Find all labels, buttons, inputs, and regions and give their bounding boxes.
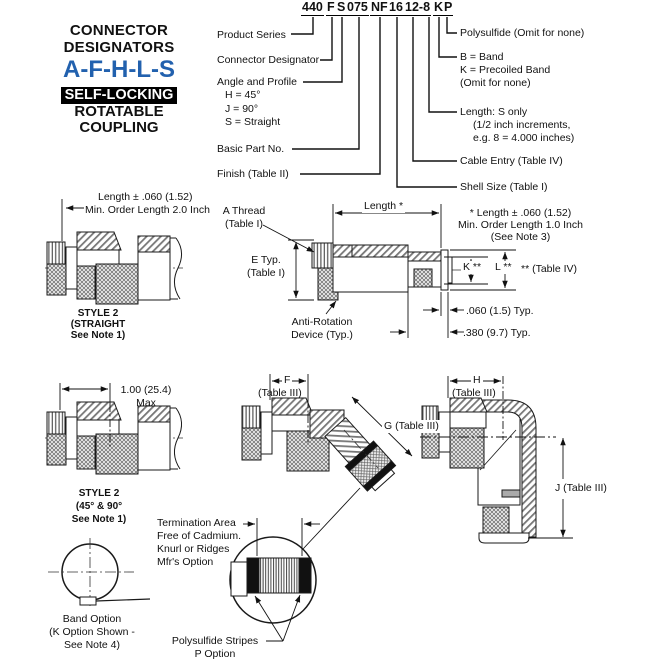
straight-caption-type: (STRAIGHT — [70, 319, 126, 330]
max-length-dim — [59, 383, 111, 448]
anti-rotation-label: Anti-Rotation Device (Typ.) — [288, 316, 356, 342]
termination-line4: Mfr's Option — [157, 556, 214, 568]
length-star-label: Length * — [362, 200, 406, 213]
termination-detail-drawing — [229, 536, 317, 624]
note3-line1: * Length ± .060 (1.52) — [469, 207, 572, 219]
e-typ-line2: (Table I) — [247, 267, 285, 279]
l-dim-label: L ** — [493, 261, 514, 274]
a-thread-line2: (Table I) — [225, 218, 263, 230]
angle-option-h: H = 45° — [225, 89, 261, 101]
pn-seg-polysulfide: P — [443, 0, 454, 16]
e-typ-label: E Typ. (Table I) — [242, 254, 290, 280]
straight-caption: STYLE 2 (STRAIGHT See Note 1) — [48, 308, 148, 341]
angled-caption-note: See Note 1) — [71, 514, 127, 525]
length-increments-label: (1/2 inch increments, — [473, 119, 571, 131]
angled-90-drawing — [421, 397, 537, 544]
anti-rotation-line2: Device (Typ.) — [291, 329, 353, 341]
h-table-label: (Table III) — [452, 387, 496, 399]
basic-part-label: Basic Part No. — [217, 143, 285, 155]
straight-connector-dimensioned-drawing — [311, 242, 468, 301]
pn-seg-finish: NF — [370, 0, 389, 16]
band-option-drawing — [48, 538, 151, 608]
cable-entry-label: Cable Entry (Table IV) — [460, 155, 563, 167]
band-caption-line1: Band Option — [62, 613, 122, 625]
note3-line2: Min. Order Length 1.0 Inch — [458, 219, 583, 231]
stripes-line2: P Option — [194, 648, 236, 660]
table-iv-ref-label: ** (Table IV) — [521, 263, 578, 275]
termination-area-label: Termination Area Free of Cadmium. Knurl … — [157, 517, 241, 569]
pn-seg-shell-size: 16 — [388, 0, 404, 16]
h-dim-label: H — [471, 374, 483, 387]
shell-size-label: Shell Size (Table I) — [460, 181, 548, 193]
band-k-label: K = Precoiled Band — [460, 64, 551, 76]
note3-line3: (See Note 3) — [490, 231, 551, 243]
angle-option-s: S = Straight — [225, 116, 281, 128]
pn-seg-angle: S — [336, 0, 347, 16]
a-thread-line1: A Thread — [222, 205, 266, 217]
max-dim-line2: Max — [136, 397, 156, 409]
pn-seg-band: K — [433, 0, 445, 16]
polysulfide-label: Polysulfide (Omit for none) — [460, 27, 585, 39]
band-option-callout: B = Band K = Precoiled Band (Omit for no… — [460, 51, 550, 90]
header-block: CONNECTOR DESIGNATORS A-F-H-L-S SELF-LOC… — [24, 22, 214, 136]
a-thread-label: A Thread (Table I) — [218, 205, 270, 231]
angled-45-drawing — [241, 397, 397, 492]
header-designators: DESIGNATORS — [63, 39, 175, 56]
max-dim-label: 1.00 (25.4) Max — [104, 384, 188, 410]
style2-straight-drawing — [45, 231, 183, 305]
stripes-line1: Polysulfide Stripes — [171, 635, 259, 647]
header-connector: CONNECTOR — [69, 22, 169, 39]
straight-dimension-lines — [262, 204, 516, 338]
straight-min-length-dim — [61, 199, 84, 241]
length-example-label: e.g. 8 = 4.000 inches) — [473, 132, 575, 144]
designator-letters: A-F-H-L-S — [63, 56, 175, 83]
finish-label: Finish (Table II) — [217, 168, 289, 180]
termination-line3: Knurl or Ridges — [157, 543, 230, 555]
band-caption-line2: (K Option Shown - — [49, 626, 135, 638]
angled-caption-type: (45° & 90° — [75, 501, 123, 512]
straight-caption-style: STYLE 2 — [77, 308, 119, 319]
style2-angled-front-drawing — [45, 401, 183, 475]
anti-rotation-line1: Anti-Rotation — [291, 316, 353, 328]
connector-designator-label: Connector Designator — [217, 54, 320, 66]
j-dim-label: J (Table III) — [553, 482, 609, 495]
min-order-length-label: Min. Order Length 2.0 Inch — [85, 204, 210, 216]
pn-seg-designator: F — [326, 0, 336, 16]
angled-caption: STYLE 2 (45° & 90° See Note 1) — [49, 487, 149, 526]
angle-profile-label: Angle and Profile — [217, 76, 297, 88]
band-b-label: B = Band — [460, 51, 504, 63]
f-dim-label: F — [282, 374, 293, 387]
pn-seg-basic-part: 075 — [346, 0, 369, 16]
max-dim-line1: 1.00 (25.4) — [120, 384, 172, 396]
termination-line2: Free of Cadmium. — [157, 530, 242, 542]
self-locking-badge: SELF-LOCKING — [60, 87, 178, 104]
length-s-only-label: Length: S only — [460, 106, 528, 118]
dim-380-label: .380 (9.7) Typ. — [463, 327, 531, 339]
termination-line1: Termination Area — [157, 517, 236, 529]
pn-seg-cable-length: 12-8 — [404, 0, 432, 16]
e-typ-line1: E Typ. — [251, 254, 281, 266]
length-tolerance-label: Length ± .060 (1.52) — [98, 191, 193, 203]
straight-caption-note: See Note 1) — [70, 330, 126, 341]
angled-caption-style: STYLE 2 — [78, 488, 120, 499]
angle-options-list: H = 45° J = 90° S = Straight — [225, 89, 280, 130]
band-caption-line3: See Note 4) — [63, 639, 121, 651]
dim-060-label: .060 (1.5) Typ. — [466, 305, 534, 317]
polysulfide-stripes-label: Polysulfide Stripes P Option — [150, 635, 280, 661]
part-number-callout-lines — [291, 17, 457, 188]
band-option-caption: Band Option (K Option Shown - See Note 4… — [32, 613, 152, 652]
pn-seg-product-series: 440 — [301, 0, 324, 16]
g-dim-label: G (Table III) — [382, 420, 441, 433]
length-note3-label: * Length ± .060 (1.52) Min. Order Length… — [448, 207, 593, 243]
termination-dim-lines — [243, 518, 320, 642]
length-callout: Length: S only (1/2 inch increments, e.g… — [460, 106, 574, 145]
header-rotatable: ROTATABLE — [74, 103, 164, 120]
k-dim-label: K ** — [461, 261, 484, 274]
header-coupling: COUPLING — [79, 119, 159, 136]
band-omit-label: (Omit for none) — [460, 77, 531, 89]
product-series-label: Product Series — [217, 29, 286, 41]
f-table-label: (Table III) — [258, 387, 302, 399]
angle-option-j: J = 90° — [225, 102, 259, 115]
